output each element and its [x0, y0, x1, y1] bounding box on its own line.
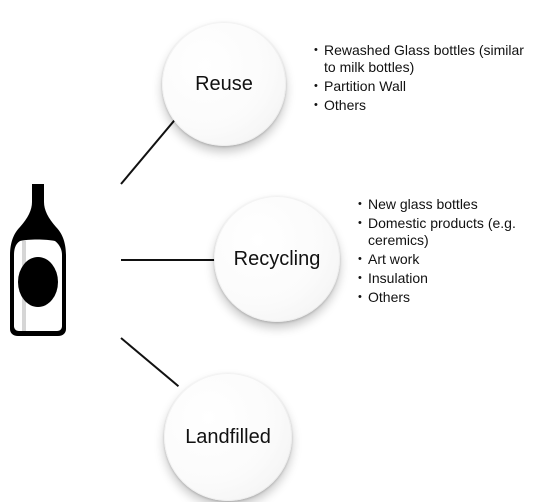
recycling-label: Recycling: [233, 247, 321, 270]
reuse-label: Reuse: [195, 72, 253, 95]
bullet-dot-icon: •: [314, 80, 318, 92]
glass-bottle-icon: [10, 184, 66, 336]
connector-recycling: [121, 259, 225, 261]
recycling-bullet-2-text: Domestic products (e.g. ceremics): [368, 215, 516, 248]
recycling-bullet-4-text: Insulation: [368, 270, 428, 286]
recycling-bullet-4: • Insulation: [358, 270, 544, 287]
recycling-bullet-1: • New glass bottles: [358, 196, 544, 213]
recycling-bullets: • New glass bottles • Domestic products …: [358, 196, 544, 308]
landfilled-circle: Landfilled: [164, 373, 292, 501]
recycling-bullet-5-text: Others: [368, 289, 411, 305]
recycling-bullet-5: • Others: [358, 289, 544, 306]
bullet-dot-icon: •: [358, 291, 362, 303]
bullet-dot-icon: •: [314, 99, 318, 111]
bullet-dot-icon: •: [358, 253, 362, 265]
connector-reuse: [120, 114, 180, 185]
reuse-bullet-2-text: Partition Wall: [324, 78, 406, 94]
bullet-dot-icon: •: [358, 198, 362, 210]
recycling-bullet-3: • Art work: [358, 251, 544, 268]
reuse-bullet-2: • Partition Wall: [314, 78, 526, 95]
reuse-bullet-3-text: Others: [324, 97, 367, 113]
recycling-bullet-2: • Domestic products (e.g. ceremics): [358, 215, 544, 249]
reuse-circle: Reuse: [162, 22, 286, 146]
recycling-circle: Recycling: [214, 196, 340, 322]
bullet-dot-icon: •: [358, 272, 362, 284]
recycling-bullet-3-text: Art work: [368, 251, 420, 267]
bullet-dot-icon: •: [314, 44, 318, 56]
reuse-bullets: • Rewashed Glass bottles (similar to mil…: [314, 42, 526, 116]
reuse-bullet-1: • Rewashed Glass bottles (similar to mil…: [314, 42, 526, 76]
recycling-bullet-1-text: New glass bottles: [368, 196, 478, 212]
connector-landfilled: [120, 337, 180, 387]
reuse-bullet-3: • Others: [314, 97, 526, 114]
bullet-dot-icon: •: [358, 217, 362, 229]
reuse-bullet-1-text: Rewashed Glass bottles (similar to milk …: [324, 42, 524, 75]
landfilled-label: Landfilled: [185, 425, 271, 448]
